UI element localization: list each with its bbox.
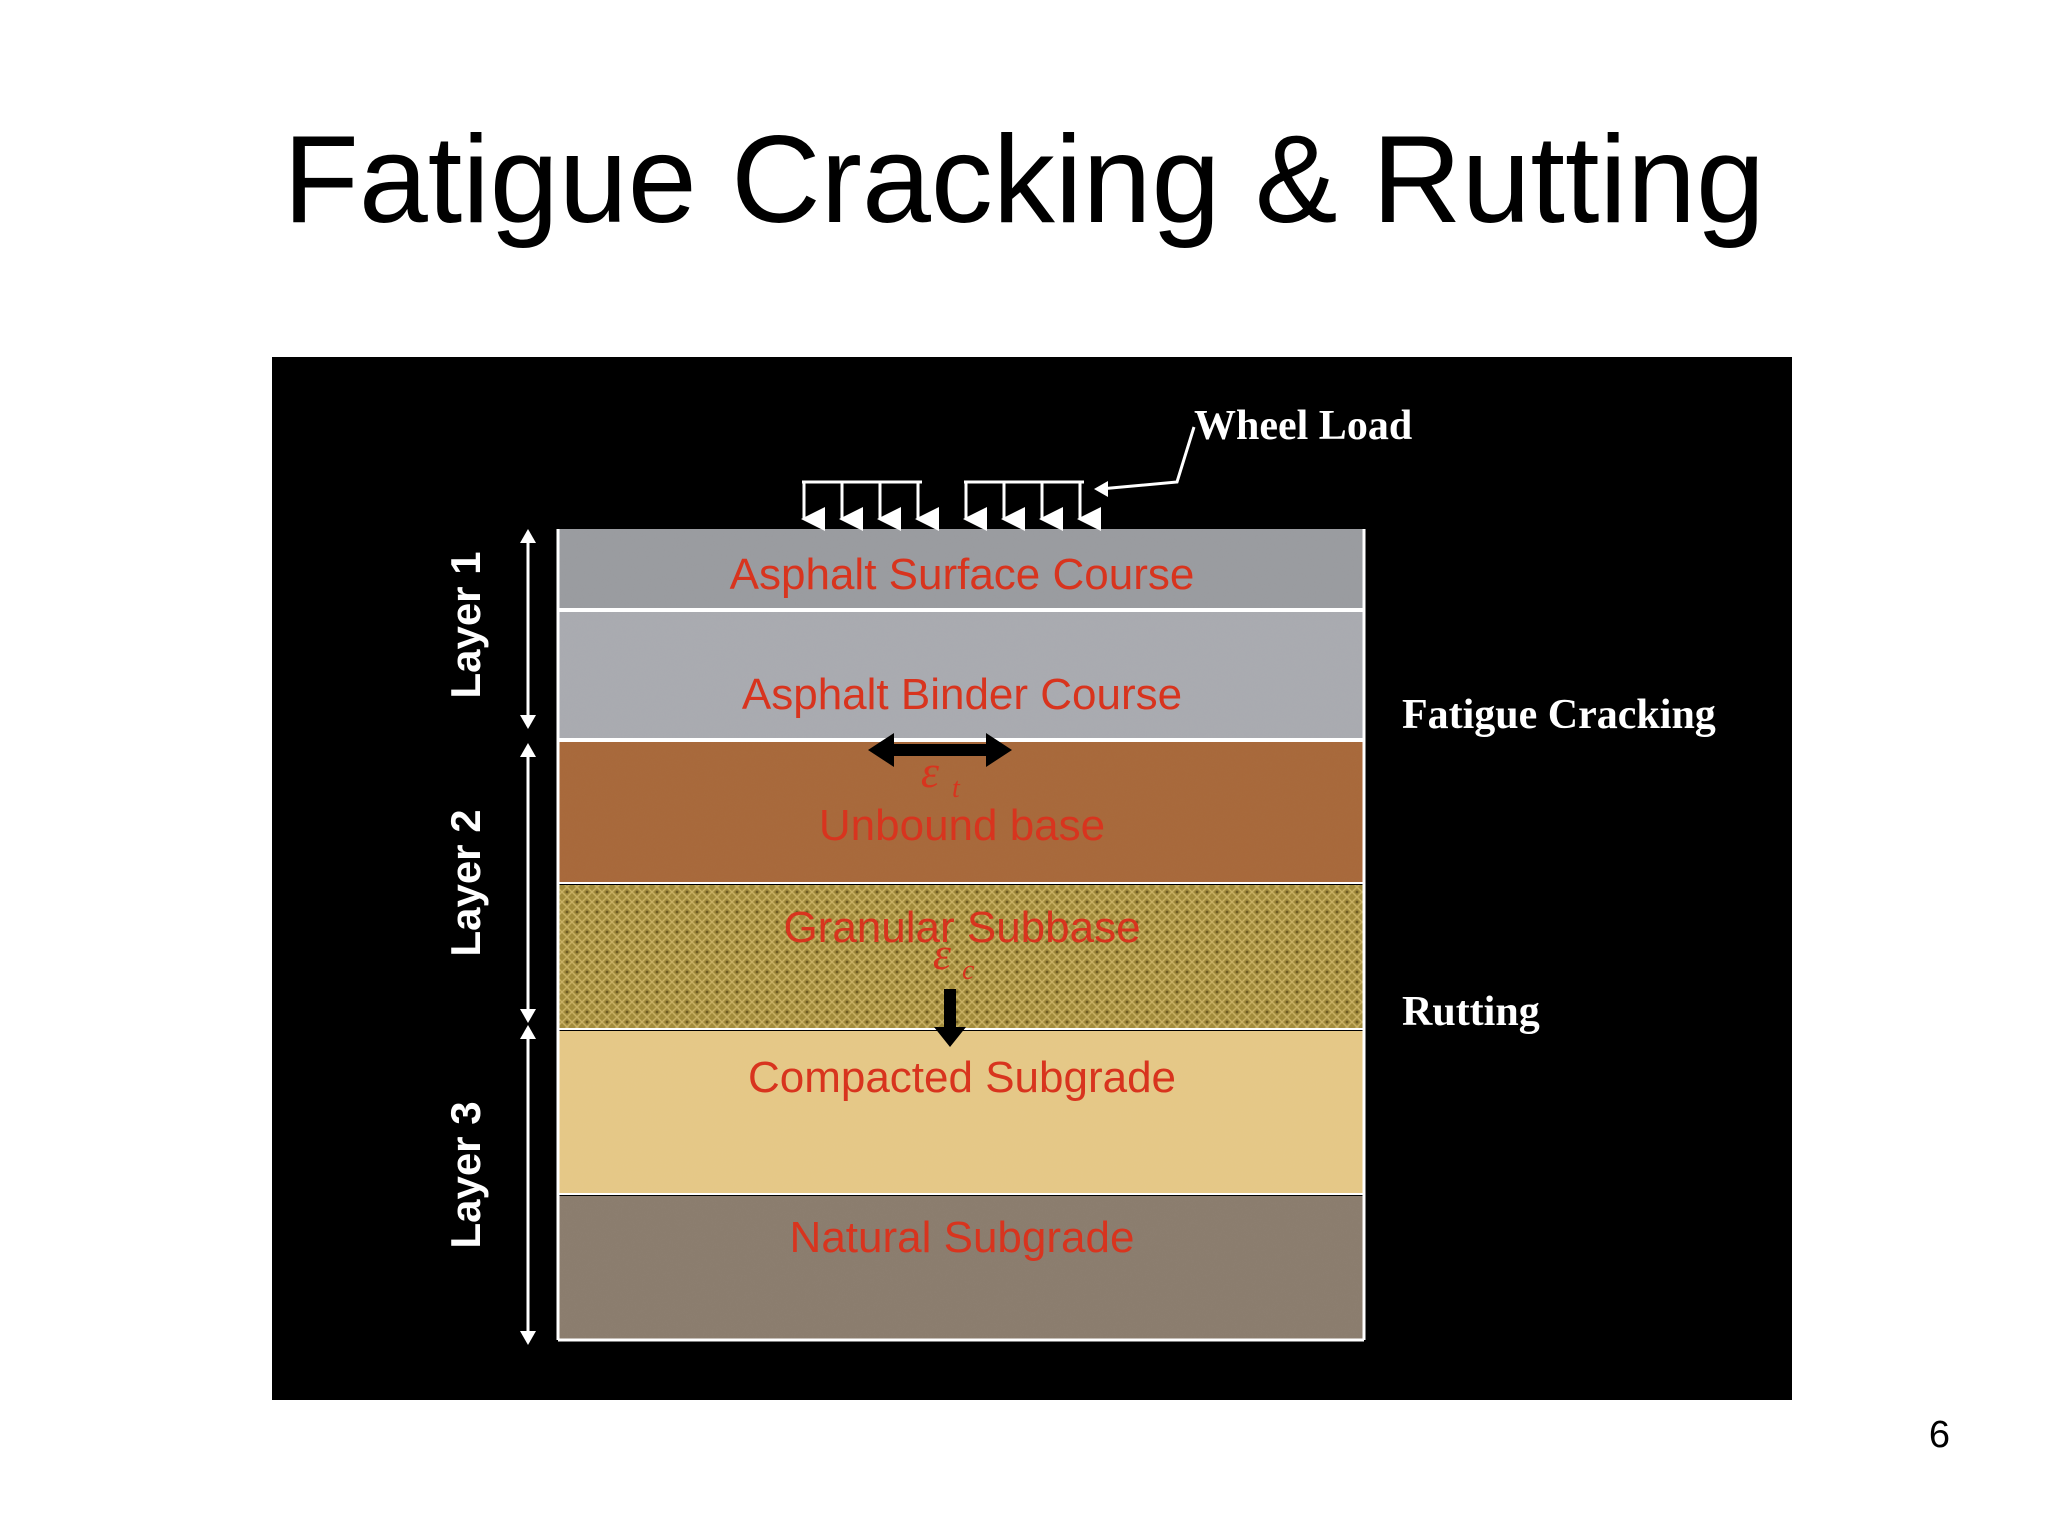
slide-title: Fatigue Cracking & Rutting — [283, 111, 1765, 249]
label-unbound-base: Unbound base — [819, 801, 1105, 850]
strain-subscript-compressive: c — [962, 955, 975, 986]
page-number: 6 — [1928, 1414, 1950, 1456]
layer-dimension-arrows — [520, 529, 536, 1345]
compressive-down-arrow — [934, 989, 966, 1047]
layer-label-1: Layer 1 — [442, 551, 489, 698]
compressive-strain-indicator: ε c — [933, 928, 975, 1047]
wheel-load-label: Wheel Load — [1194, 403, 1412, 449]
layer-label-2: Layer 2 — [442, 809, 489, 956]
pavement-diagram-svg: Asphalt Surface Course Asphalt Binder Co… — [442, 403, 1716, 1345]
label-asphalt-surface: Asphalt Surface Course — [730, 550, 1195, 599]
stratum-natural-subgrade — [558, 1196, 1364, 1340]
wheel-load-arrows — [801, 426, 1196, 531]
stratum-granular-subbase — [558, 885, 1364, 1028]
layer-label-3: Layer 3 — [442, 1101, 489, 1248]
fatigue-cracking-label: Fatigue Cracking — [1402, 692, 1716, 738]
pavement-strata — [556, 529, 1366, 1342]
strain-symbol-tensile: ε — [921, 746, 940, 797]
stratum-asphalt-binder — [558, 612, 1364, 739]
stratum-asphalt-surface — [558, 529, 1364, 609]
label-compacted-subgrade: Compacted Subgrade — [748, 1053, 1176, 1102]
stratum-unbound-base — [558, 742, 1364, 882]
rutting-label: Rutting — [1402, 989, 1540, 1035]
wheel-load-leader — [1099, 426, 1196, 491]
stratum-compacted-subgrade — [558, 1031, 1364, 1193]
strain-symbol-compressive: ε — [933, 928, 952, 979]
strain-subscript-tensile: t — [952, 773, 961, 804]
tensile-strain-indicator: ε t — [868, 733, 1012, 804]
pavement-diagram: Asphalt Surface Course Asphalt Binder Co… — [272, 357, 1792, 1400]
tensile-double-arrow — [868, 733, 1012, 767]
label-natural-subgrade: Natural Subgrade — [790, 1213, 1135, 1262]
label-granular-subbase: Granular Subbase — [783, 903, 1140, 952]
label-asphalt-binder: Asphalt Binder Course — [742, 670, 1182, 719]
